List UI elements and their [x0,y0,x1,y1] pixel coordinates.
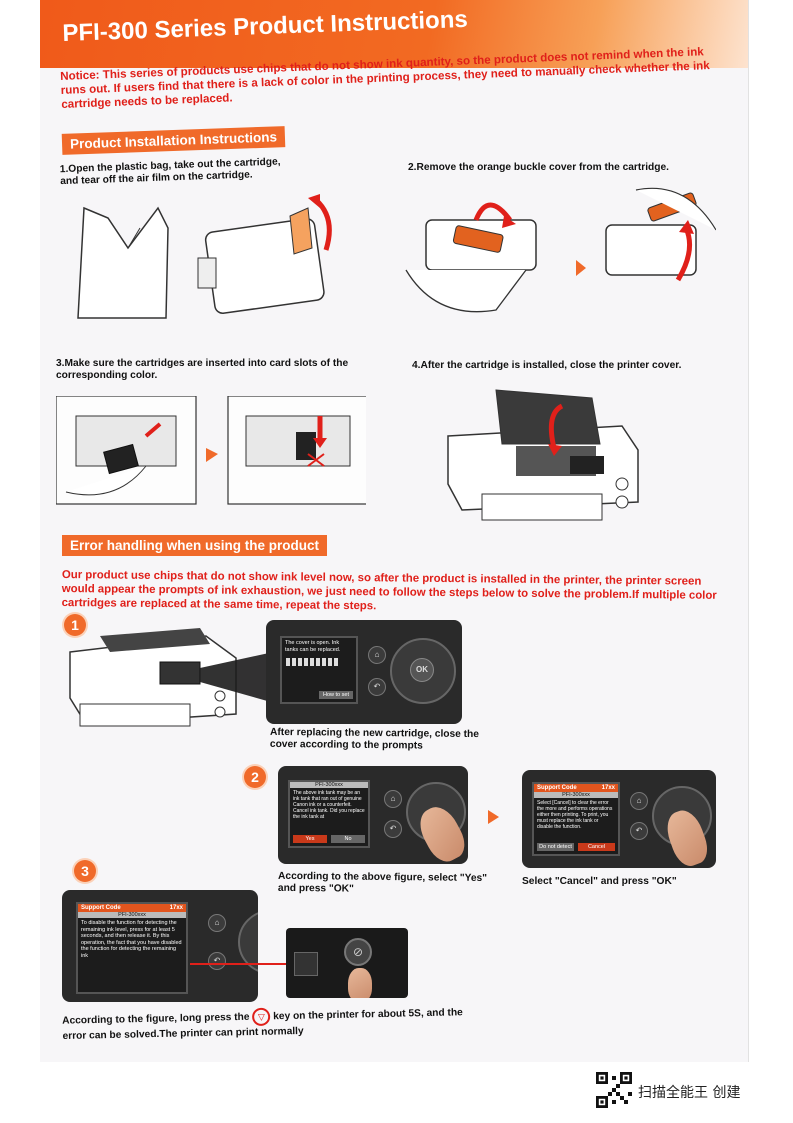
back-icon[interactable]: ↶ [368,678,386,696]
printer-panel-2: PFI-300xxx The above ink tank may be an … [278,766,468,864]
error-intro-text: Our product use chips that do not show i… [61,568,717,613]
ok-button[interactable]: OK [410,658,434,682]
scanner-watermark: 扫描全能王 创建 [638,1085,741,1101]
panel-1-message: The cover is open. Ink tanks can be repl… [285,640,341,653]
instruction-sheet: PFI-300 Series Product Instructions Noti… [40,0,749,1062]
panel-4-header: Support Code 17xx [78,904,186,912]
install-step-1: 1.Open the plastic bag, take out the car… [59,156,281,188]
printer-panel-3: Support Code 17xx PFI-300xxx Select [Canc… [522,770,716,868]
back-icon[interactable]: ↶ [384,820,402,838]
stop-key-icon[interactable]: ⊘ [344,938,372,966]
support-code-label: Support Code [537,785,577,791]
step-badge-3: 3 [74,860,96,882]
caption-step-2b: Select "Cancel" and press "OK" [522,876,677,887]
caption-step-3: According to the figure, long press the … [62,1003,483,1044]
title-banner: PFI-300 Series Product Instructions [40,0,748,68]
support-code-value: 17xx [169,905,183,911]
panel-1-how-to-set-button[interactable]: How to set [319,691,353,699]
power-button-closeup: ⊘ [286,928,408,998]
yes-option[interactable]: Yes [293,835,327,843]
support-code-value: 17xx [601,785,615,791]
back-icon[interactable]: ↶ [630,822,648,840]
support-code-label: Support Code [81,905,121,911]
printer-panel-1: The cover is open. Ink tanks can be repl… [266,620,462,724]
error-heading: Error handling when using the product [62,535,327,556]
home-icon[interactable]: ⌂ [208,914,226,932]
finger-press [348,968,372,998]
stop-key-icon: ▽ [252,1007,271,1027]
illustration-remove-cover [405,187,716,313]
panel-2-message: The above ink tank may be an ink tank th… [293,790,365,820]
printer-side-panel [294,952,318,976]
no-option[interactable]: No [331,835,365,843]
page-title: PFI-300 Series Product Instructions [62,5,469,47]
home-icon[interactable]: ⌂ [384,790,402,808]
install-step-2: 2.Remove the orange buckle cover from th… [408,162,669,173]
home-icon[interactable]: ⌂ [368,646,386,664]
panel-3-title: PFI-300xxx [534,792,618,798]
panel-4-screen: Support Code 17xx PFI-300xxx To disable t… [76,902,188,994]
ink-level-bars [282,656,356,668]
illustration-close-cover [447,389,639,521]
caption-step-3-before: According to the figure, long press the [62,1011,250,1027]
panel-4-title: PFI-300xxx [78,912,186,918]
step-badge-1: 1 [64,614,86,636]
caption-step-2a: According to the above figure, select "Y… [277,870,488,895]
back-icon[interactable]: ↶ [208,952,226,970]
arrow-right-icon [488,810,499,824]
panel-3-header: Support Code 17xx [534,784,618,792]
printer-panel-4: Support Code 17xx PFI-300xxx To disable t… [62,890,258,1002]
illustration-insert-cartridges [56,396,366,505]
caption-step-1: After replacing the new cartridge, close… [269,726,480,752]
panel-2-title: PFI-300xxx [290,782,368,788]
cancel-option[interactable]: Cancel [578,843,615,851]
installation-heading: Product Installation Instructions [61,126,286,155]
panel-3-screen: Support Code 17xx PFI-300xxx Select [Canc… [532,782,620,856]
panel-4-message: To disable the function for detecting th… [81,920,182,959]
home-icon[interactable]: ⌂ [630,792,648,810]
install-step-4: 4.After the cartridge is installed, clos… [412,360,682,371]
illustration-bag-and-cartridge [77,194,332,319]
do-not-detect-option[interactable]: Do not detect [537,843,574,851]
install-step-3: 3.Make sure the cartridges are inserted … [56,358,349,381]
qr-code-icon [596,1072,632,1108]
step-badge-2: 2 [244,766,266,788]
panel-3-message: Select [Cancel] to clear the error the m… [537,800,613,830]
panel-2-screen: PFI-300xxx The above ink tank may be an … [288,780,370,848]
panel-1-screen: The cover is open. Ink tanks can be repl… [280,636,358,704]
